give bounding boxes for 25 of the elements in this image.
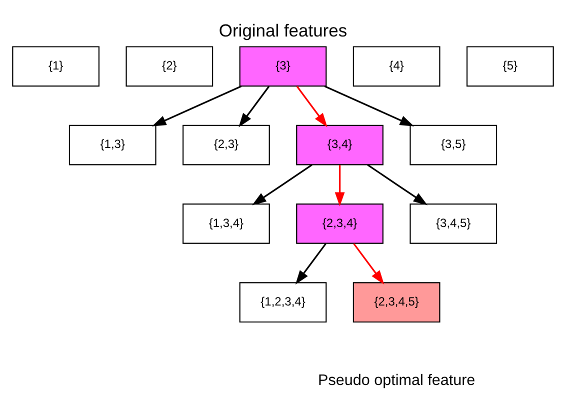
node-box: {3} (239, 46, 327, 87)
arrow (324, 85, 414, 126)
node-box: {2} (126, 46, 214, 87)
node-box: {1,3} (68, 124, 156, 166)
node-box: {2,3} (182, 124, 270, 166)
arrow (238, 86, 270, 128)
node-box: {5} (466, 46, 554, 87)
arrow (152, 85, 242, 126)
arrow (296, 86, 328, 128)
arrow (295, 243, 326, 285)
node-box: {3,4} (296, 124, 384, 166)
node-box: {3,5} (410, 124, 498, 166)
arrow (252, 164, 312, 206)
node-box: {4} (352, 46, 440, 87)
node-box: {1} (12, 46, 100, 87)
diagram-title: Original features (218, 20, 348, 41)
node-box: {2,3,4,5} (352, 282, 440, 323)
node-box: {2,3,4} (296, 204, 384, 244)
arrow (353, 243, 384, 285)
node-box: {3,4,5} (410, 204, 498, 244)
arrow (334, 165, 345, 206)
node-box: {1,3,4} (182, 204, 270, 244)
node-box: {1,2,3,4} (239, 282, 327, 323)
arrow (367, 164, 428, 206)
node-label: Pseudo optimal feature (318, 372, 476, 390)
